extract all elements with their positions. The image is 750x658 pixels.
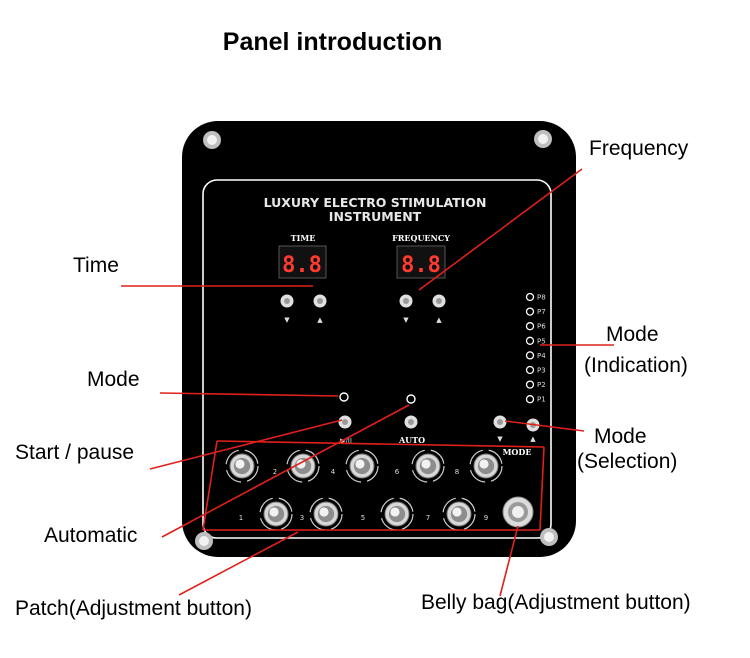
device-header-line1: LUXURY ELECTRO STIMULATION xyxy=(264,195,487,210)
time-down-arrow: ▼ xyxy=(284,316,290,324)
patch-knob[interactable] xyxy=(225,449,259,483)
callout-mode-selection-line2: (Selection) xyxy=(577,450,678,473)
callout-line-patch xyxy=(178,531,299,596)
time-label: TIME xyxy=(291,233,316,243)
patch-knobs-top-row: 2 4 6 8 xyxy=(225,449,503,483)
patch-knob[interactable] xyxy=(345,449,379,483)
mode-indicator-led-icon xyxy=(525,395,535,404)
mode-down-button[interactable] xyxy=(493,415,507,429)
callout-box-right xyxy=(539,446,545,531)
callout-belly-bag: Belly bag(Adjustment button) xyxy=(421,591,691,614)
time-down-button[interactable] xyxy=(280,294,294,308)
callout-box-top xyxy=(216,440,545,448)
mode-led-icon xyxy=(339,392,349,402)
play-pause-label: ▶/II xyxy=(340,437,352,445)
knob-number-label: 8 xyxy=(455,468,459,476)
callout-automatic: Automatic xyxy=(44,524,138,547)
knob-number-label: 3 xyxy=(300,514,304,522)
callout-patch: Patch(Adjustment button) xyxy=(15,597,252,620)
mode-indicator-label: P8 xyxy=(537,294,546,302)
knob-number-label: 4 xyxy=(331,468,336,476)
mode-indicator-label: P5 xyxy=(537,337,546,345)
patch-knob[interactable] xyxy=(286,449,320,483)
frequency-display xyxy=(396,245,446,279)
callout-start-pause: Start / pause xyxy=(15,441,135,464)
patch-knob[interactable] xyxy=(380,497,414,531)
mode-indicator-led-icon xyxy=(525,351,535,360)
corner-screw-icon xyxy=(540,528,558,546)
corner-screw-icon xyxy=(534,130,552,148)
mode-indicator-label: P3 xyxy=(537,367,546,375)
time-display xyxy=(278,245,327,279)
callout-mode-indication-line1: Mode xyxy=(606,323,659,346)
callout-mode: Mode xyxy=(87,368,140,391)
frequency-down-arrow: ▼ xyxy=(403,316,409,324)
frequency-up-arrow: ▲ xyxy=(436,316,442,324)
callout-lines xyxy=(121,168,614,597)
callout-box-left xyxy=(202,440,218,531)
start-pause-button[interactable] xyxy=(338,415,352,429)
time-up-button[interactable] xyxy=(313,294,327,308)
callout-line-start-pause xyxy=(149,419,343,470)
knob-number-label: 2 xyxy=(273,468,277,476)
knob-number-label: 6 xyxy=(395,468,400,476)
patch-knob[interactable] xyxy=(259,497,293,531)
mode-indicator-led-icon xyxy=(525,380,535,389)
mode-indicator-label: P7 xyxy=(537,308,546,316)
knob-number-label: 1 xyxy=(239,514,243,522)
mode-indicator-label: P6 xyxy=(537,323,546,331)
callout-time: Time xyxy=(73,254,119,277)
mode-indicator-label: P1 xyxy=(537,396,546,404)
callout-line-belly-bag xyxy=(499,525,519,597)
patch-knobs-bottom-row: 1 3 5 7 9 xyxy=(239,497,488,531)
callout-line-mode-selection xyxy=(504,420,585,432)
mode-indicator-led-icon xyxy=(525,365,535,375)
patch-knob[interactable] xyxy=(442,497,476,531)
callout-mode-indication-line2: (Indication) xyxy=(584,354,688,377)
frequency-label: FREQUENCY xyxy=(392,233,450,243)
callout-frequency: Frequency xyxy=(589,137,689,160)
mode-label: MODE xyxy=(503,447,532,457)
frequency-down-button[interactable] xyxy=(399,294,413,308)
mode-indicator-led-icon xyxy=(525,292,535,302)
mode-indicator-led-icon xyxy=(525,322,535,331)
mode-indicator-label: P2 xyxy=(537,381,546,389)
frequency-display-digits: 8.8 xyxy=(401,253,441,278)
callout-line-frequency xyxy=(418,168,583,291)
corner-screw-icon xyxy=(195,532,213,550)
device-header-line2: INSTRUMENT xyxy=(329,209,422,224)
page-title: Panel introduction xyxy=(222,28,443,56)
patch-knob[interactable] xyxy=(411,449,445,483)
auto-button[interactable] xyxy=(404,415,418,429)
auto-label: AUTO xyxy=(398,435,425,445)
callout-mode-selection-line1: Mode xyxy=(594,425,647,448)
mode-indicator-led-icon xyxy=(525,307,535,316)
knob-number-label: 9 xyxy=(484,514,488,522)
device-panel xyxy=(182,121,576,557)
mode-indicator-label: P4 xyxy=(537,352,546,360)
callout-line-automatic xyxy=(161,404,410,538)
callout-line-mode xyxy=(159,392,339,397)
knob-number-label: 5 xyxy=(361,514,365,522)
mode-up-arrow: ▲ xyxy=(530,435,536,443)
time-up-arrow: ▲ xyxy=(317,316,323,324)
auto-led-icon xyxy=(406,394,416,404)
mode-down-arrow: ▼ xyxy=(497,435,503,443)
frequency-up-button[interactable] xyxy=(432,294,446,308)
device-inner-border xyxy=(202,179,552,539)
patch-knob[interactable] xyxy=(309,497,343,531)
belly-bag-knob[interactable] xyxy=(502,496,534,528)
patch-knob[interactable] xyxy=(469,449,503,483)
corner-screw-icon xyxy=(203,131,221,149)
knob-number-label: 7 xyxy=(426,514,430,522)
mode-indicator-led-icon xyxy=(525,336,535,345)
time-display-digits: 8.8 xyxy=(282,253,322,278)
